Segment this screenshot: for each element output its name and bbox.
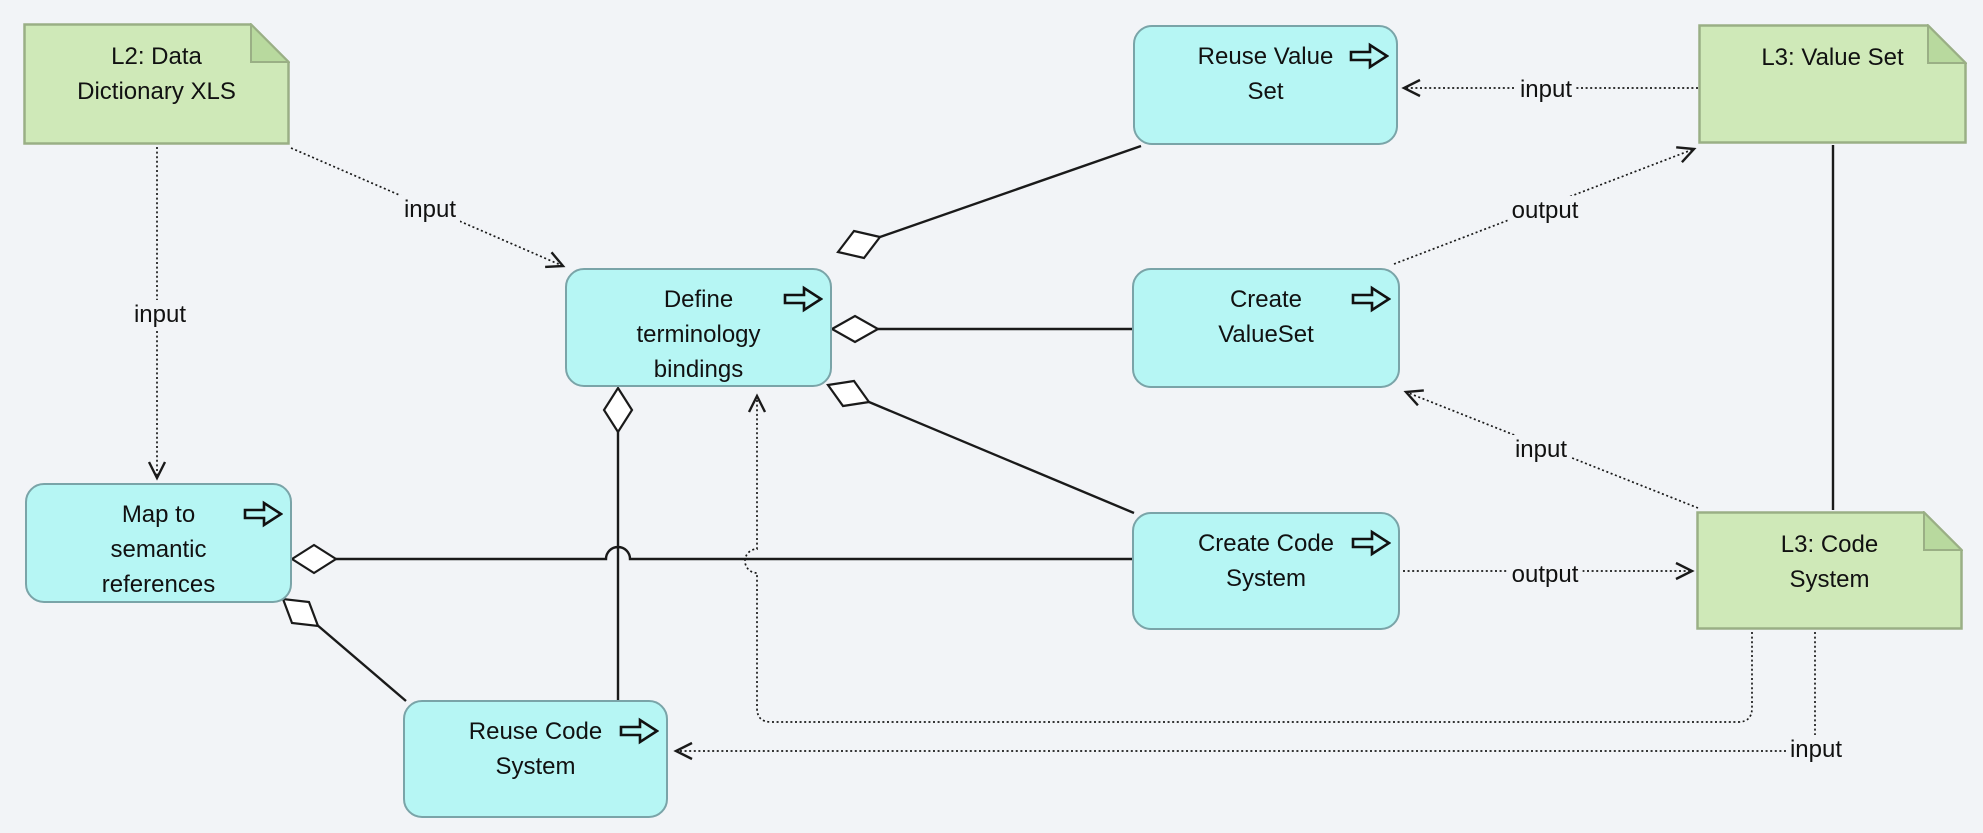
node-label: Reuse Code System <box>468 718 603 780</box>
process-arrow-icon <box>1349 42 1389 70</box>
edge-map-to-createcodesystem <box>336 545 1132 561</box>
edge-define-to-createcodesystem <box>868 400 1135 515</box>
node-label: Define terminology bindings <box>636 286 761 383</box>
node-label: Map to semantic references <box>101 501 216 598</box>
process-arrow-icon <box>619 717 659 745</box>
edge-label-output-createvalueset-l3valueset: output <box>1507 196 1583 226</box>
deliverable-note-shape <box>23 23 290 145</box>
aggregation-diamond <box>826 379 871 408</box>
node-reuse-code-system[interactable]: Reuse Code System <box>403 700 668 818</box>
node-reuse-value-set[interactable]: Reuse Value Set <box>1133 25 1398 145</box>
edge-label-input-l3codesystem-reusecodesystem: input <box>1785 735 1847 765</box>
aggregation-diamond <box>602 385 634 435</box>
node-define-terminology-bindings[interactable]: Define terminology bindings <box>565 268 832 387</box>
node-label: L2: Data Dictionary XLS <box>77 43 236 105</box>
edge-label-input-l2-map: input <box>129 300 191 330</box>
aggregation-diamond <box>836 229 882 260</box>
process-arrow-icon <box>1351 285 1391 313</box>
node-label: Create Code System <box>1197 530 1335 592</box>
edge-map-to-reusecodesystem <box>315 623 407 702</box>
node-map-to-semantic-references[interactable]: Map to semantic references <box>25 483 292 603</box>
deliverable-note-shape <box>1698 24 1967 144</box>
node-l3-code-system[interactable]: L3: Code System <box>1696 511 1963 630</box>
edge-label-input-l3codesystem-createvalueset: input <box>1510 435 1572 465</box>
node-label: Reuse Value Set <box>1197 43 1334 105</box>
edge-l3codesystem-to-reusecodesystem <box>673 632 1816 761</box>
node-l2-data-dictionary-xls[interactable]: L2: Data Dictionary XLS <box>23 23 290 145</box>
aggregation-diamond <box>289 543 339 575</box>
aggregation-diamond <box>829 314 881 344</box>
node-label: L3: Value Set <box>1761 44 1904 71</box>
process-arrow-icon <box>783 285 823 313</box>
edge-label-input-l3valueset-reusevalueset: input <box>1515 75 1577 105</box>
node-label: Create ValueSet <box>1218 286 1314 348</box>
deliverable-note-shape <box>1696 511 1963 630</box>
node-l3-value-set[interactable]: L3: Value Set <box>1698 24 1967 144</box>
node-create-valueset[interactable]: Create ValueSet <box>1132 268 1400 388</box>
edge-label-input-l2-define: input <box>399 195 461 225</box>
node-label: L3: Code System <box>1780 531 1879 593</box>
process-arrow-icon <box>243 500 283 528</box>
process-arrow-icon <box>1351 529 1391 557</box>
edge-label-output-createcodesystem-l3codesystem: output <box>1507 560 1583 590</box>
aggregation-diamond <box>281 597 320 628</box>
node-create-code-system[interactable]: Create Code System <box>1132 512 1400 630</box>
edge-define-to-reusevalueset <box>879 144 1142 239</box>
